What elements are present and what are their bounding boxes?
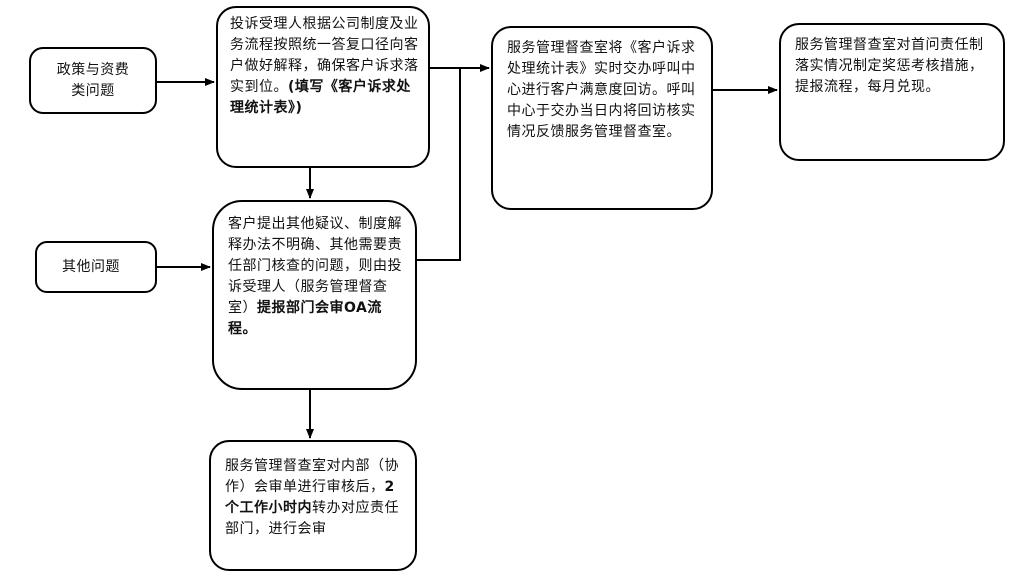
other-issue-node: 其他问题	[35, 241, 157, 293]
unified-reply-node: 投诉受理人根据公司制度及业务流程按照统一答复口径向客户做好解释，确保客户诉求落实…	[216, 6, 430, 168]
statistics-callback-node: 服务管理督查室将《客户诉求处理统计表》实时交办呼叫中心进行客户满意度回访。呼叫中…	[491, 26, 713, 210]
audit-text-before: 服务管理督查室对内部（协作）会审单进行审核后，	[225, 458, 399, 495]
reward-penalty-node: 服务管理督查室对首问责任制落实情况制定奖惩考核措施，提报流程，每月兑现。	[779, 23, 1005, 161]
internal-review-audit-node: 服务管理督查室对内部（协作）会审单进行审核后，2个工作小时内转办对应责任部门，进…	[209, 440, 417, 571]
fill-statistics-form-note: (填写《客户诉求处理统计表》)	[230, 79, 411, 116]
other-issue-process-node: 客户提出其他疑议、制度解释办法不明确、其他需要责任部门核查的问题，则由投诉受理人…	[212, 200, 417, 390]
reward-penalty-text: 服务管理督查室对首问责任制落实情况制定奖惩考核措施，提报流程，每月兑现。	[795, 37, 984, 95]
unified-reply-text: 投诉受理人根据公司制度及业务流程按照统一答复口径向客户做好解释，确保客户诉求落实…	[230, 16, 419, 95]
policy-fee-issue-node: 政策与资费类问题	[29, 47, 157, 114]
two-working-hours-note: 2个工作小时内	[225, 479, 395, 516]
audit-text-after: 转办对应责任部门，进行会审	[225, 500, 399, 537]
policy-fee-issue-text: 政策与资费类问题	[56, 61, 130, 99]
other-issue-process-text: 客户提出其他疑议、制度解释办法不明确、其他需要责任部门核查的问题，则由投诉受理人…	[228, 216, 402, 316]
statistics-callback-text: 服务管理督查室将《客户诉求处理统计表》实时交办呼叫中心进行客户满意度回访。呼叫中…	[507, 40, 696, 140]
other-issue-text: 其他问题	[62, 258, 120, 275]
connector-process-to-stats	[417, 68, 461, 261]
submit-oa-review-note: 提报部门会审OA流程。	[228, 300, 382, 337]
